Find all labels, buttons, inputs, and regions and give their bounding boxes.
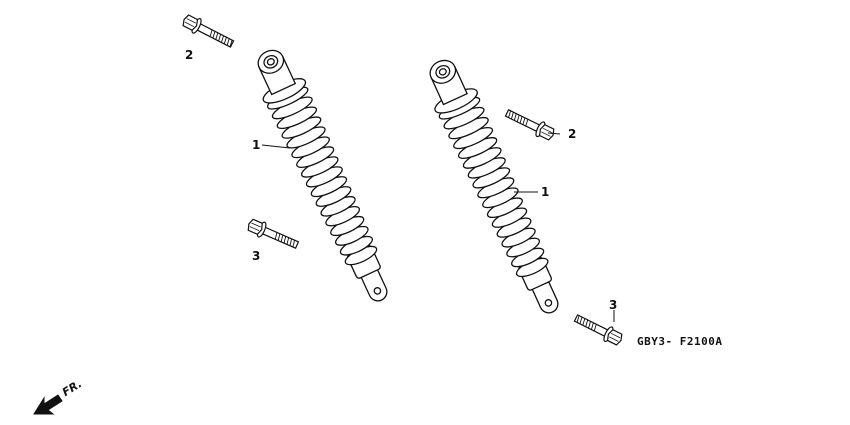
- callout-2-upper-left: 2: [185, 48, 194, 62]
- lower-mount-bolt-right[interactable]: [572, 311, 624, 348]
- callout-3-lower-right: 3: [609, 298, 618, 312]
- front-direction-arrow-icon: [33, 394, 63, 415]
- callout-1-left: 1: [252, 138, 261, 152]
- callout-leader-lines: [261, 132, 615, 322]
- callout-2-upper-right: 2: [568, 127, 577, 141]
- lower-mount-bolt-left[interactable]: [246, 217, 301, 253]
- upper-mount-bolt-right[interactable]: [504, 106, 557, 143]
- callout-1-right: 1: [541, 185, 550, 199]
- upper-mount-bolt-left[interactable]: [180, 12, 235, 51]
- diagram-code: GBY3- F2100A: [637, 335, 723, 348]
- rear-shock-absorber-right[interactable]: [417, 52, 573, 321]
- callout-3-lower-left: 3: [252, 249, 261, 263]
- rear-shock-absorber-left[interactable]: [245, 42, 402, 310]
